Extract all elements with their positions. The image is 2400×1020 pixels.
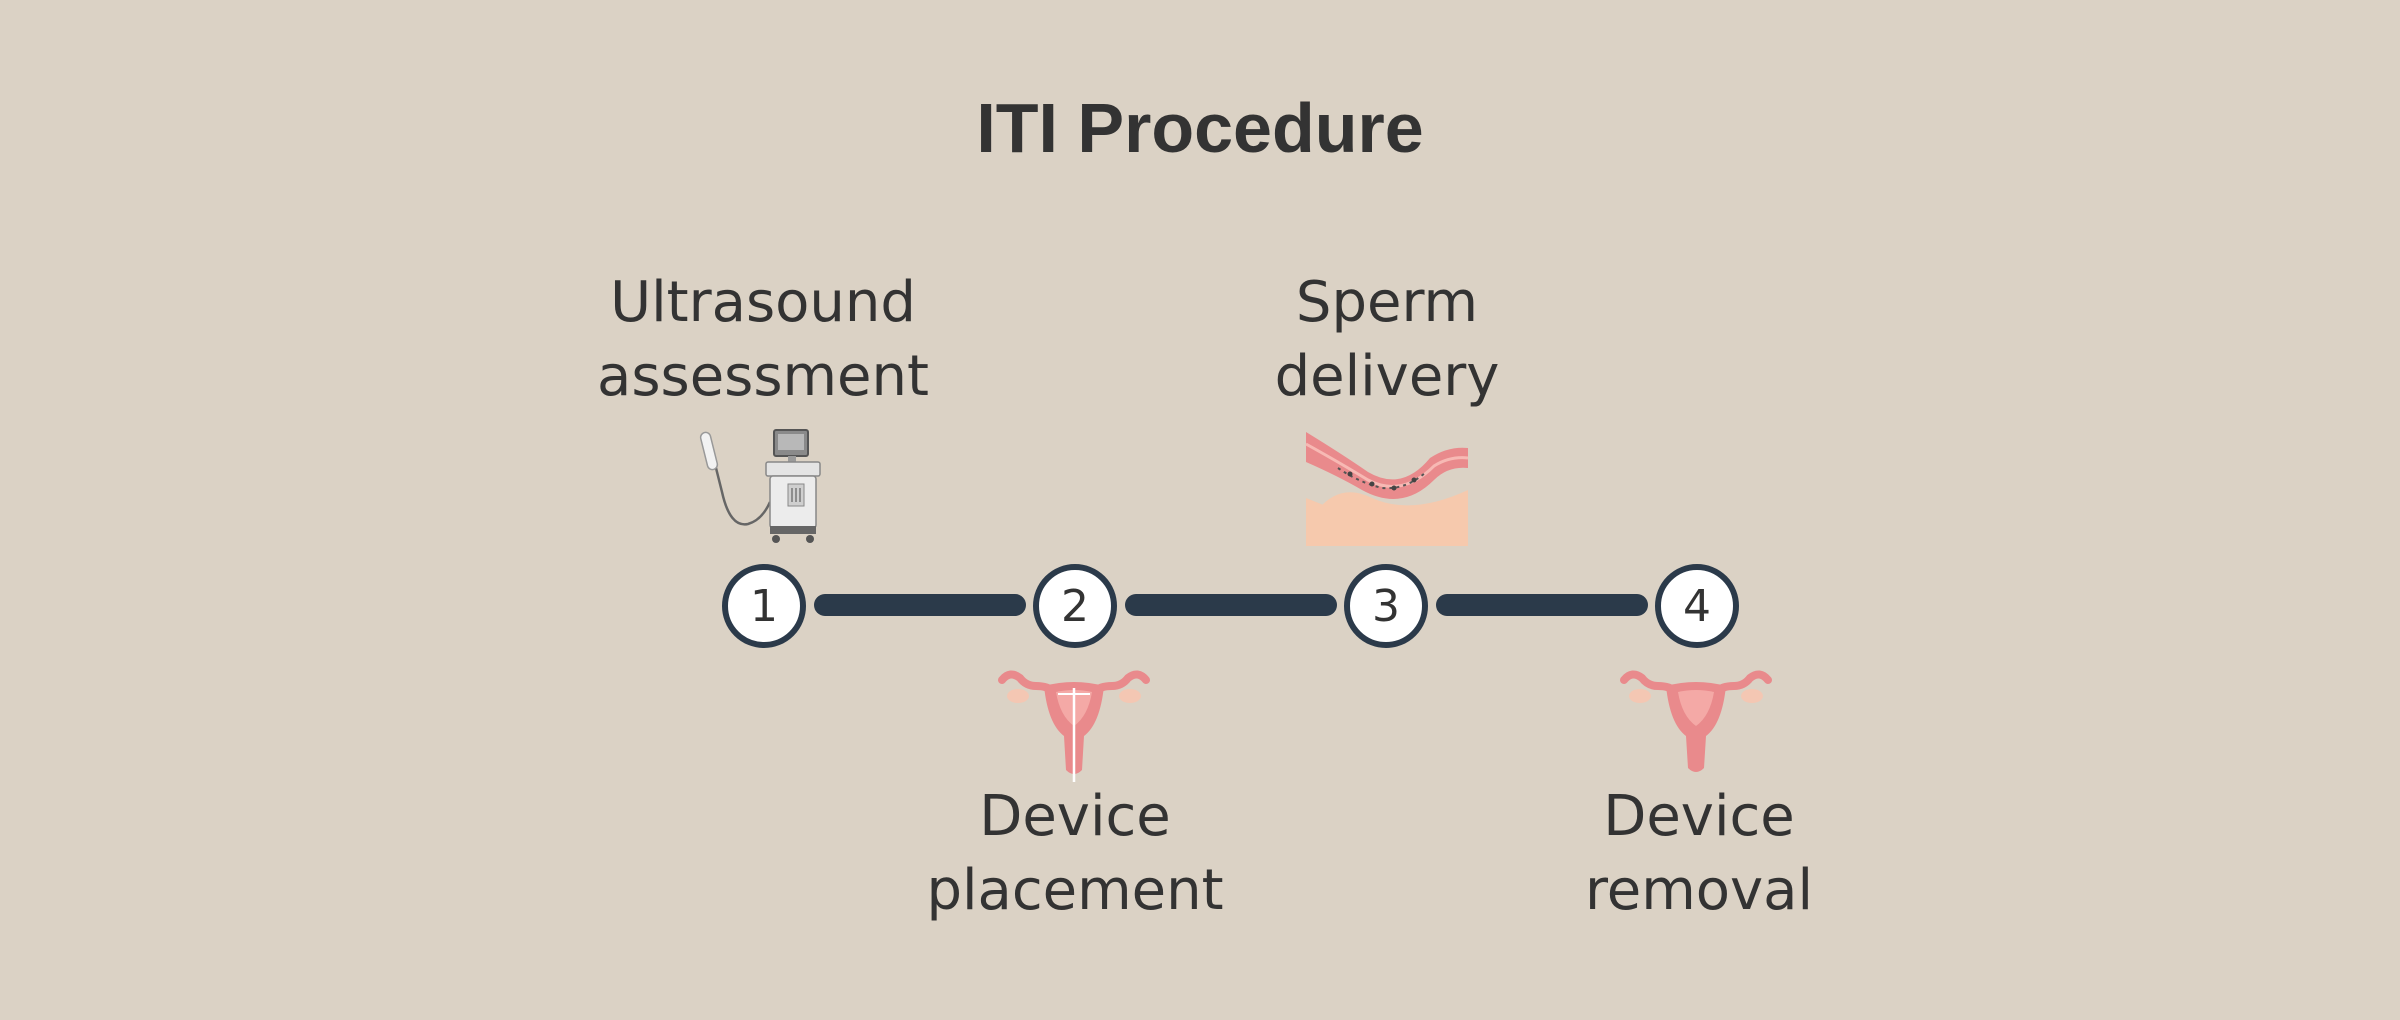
timeline-connector-3-4 [1436,594,1648,616]
uterus-icon [1620,670,1772,772]
step-3-label: Sperm delivery [1177,266,1597,414]
step-2-label-line1: Device [979,784,1171,849]
step-3-node: 3 [1344,564,1428,648]
sperm-in-fallopian-tube-icon [1305,432,1469,546]
step-4-label-line2: removal [1584,858,1814,923]
timeline-connector-2-3 [1125,594,1337,616]
ultrasound-machine-icon [699,429,821,543]
step-4-label: Device removal [1489,780,1909,928]
step-1-label-line1: Ultrasound [610,270,916,335]
step-2-label-line2: placement [926,858,1224,923]
uterus-with-device-icon [998,670,1150,782]
step-4-node: 4 [1655,564,1739,648]
step-1-node: 1 [722,564,806,648]
diagram-title: ITI Procedure [976,89,1424,167]
step-1-label: Ultrasound assessment [553,266,973,414]
timeline-connector-1-2 [814,594,1026,616]
step-3-label-line2: delivery [1274,344,1500,409]
step-2-label: Device placement [865,780,1285,928]
step-1-label-line2: assessment [597,344,929,409]
step-3-label-line1: Sperm [1295,270,1479,335]
step-2-node: 2 [1033,564,1117,648]
step-4-label-line1: Device [1603,784,1795,849]
